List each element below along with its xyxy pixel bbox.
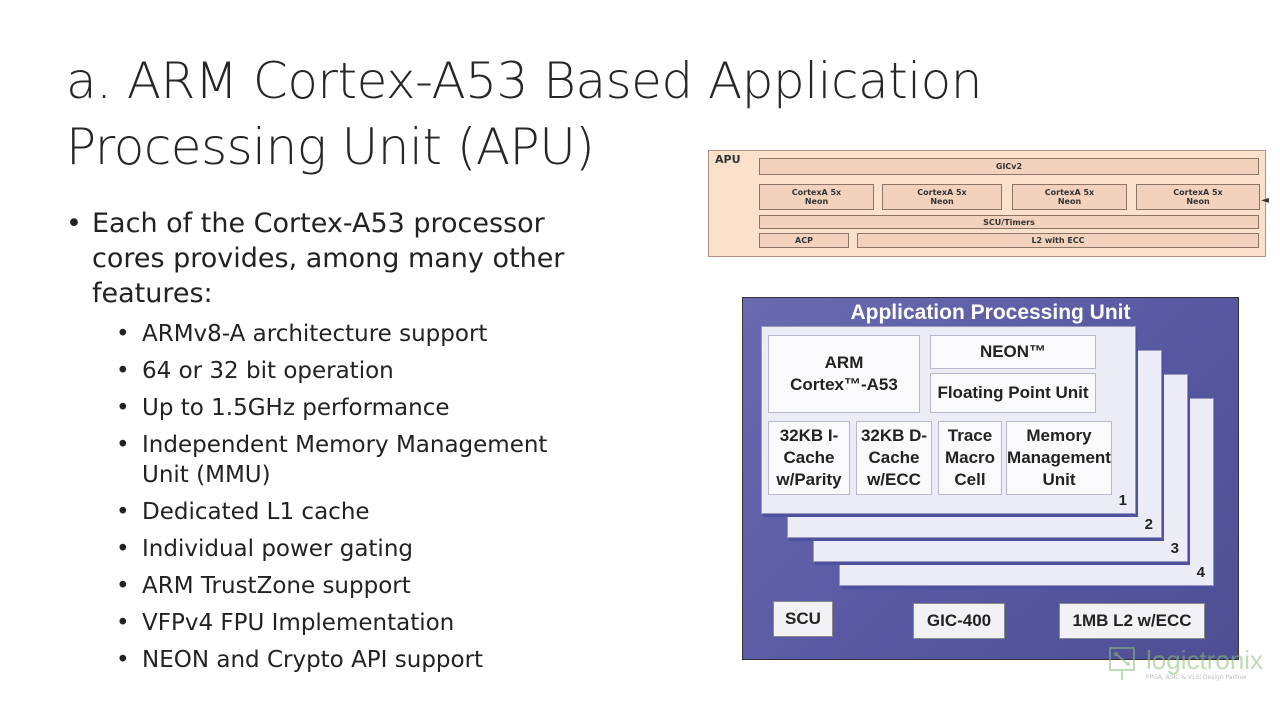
sub-bullet-text: Up to 1.5GHz performance	[142, 395, 450, 421]
scu-block: SCU	[773, 601, 833, 637]
main-bullet-line-3: features:	[92, 278, 213, 309]
apu-title: Application Processing Unit	[850, 301, 1131, 324]
sub-bullet-text: 64 or 32 bit operation	[142, 358, 394, 384]
sub-bullet-list: • ARMv8-A architecture support • 64 or 32 …	[66, 319, 666, 675]
main-bullet: • Each of the Cortex-A53 processor cores…	[66, 206, 666, 311]
title-line-1: a. ARM Cortex-A53 Based Application	[66, 52, 982, 110]
bullet-dot: •	[66, 208, 82, 239]
sub-bullet: • Dedicated L1 cache	[66, 497, 666, 527]
core-block: CortexA 5x Neon	[882, 184, 1002, 210]
arm-label: ARM	[824, 353, 864, 372]
bullet-dot: •	[116, 499, 130, 525]
core-block: CortexA 5x Neon	[759, 184, 874, 210]
slide-title: a. ARM Cortex-A53 Based Application Proc…	[66, 48, 982, 180]
sub-bullet: • 64 or 32 bit operation	[66, 356, 666, 386]
sub-bullet-text-cont: Unit (MMU)	[142, 462, 271, 488]
apu-small-diagram: APU GICv2 CortexA 5x Neon CortexA 5x Neo…	[708, 150, 1269, 257]
logictronix-logo: logictronix FPGA, ASIC & VLSI Design Par…	[1098, 640, 1263, 686]
title-line-2: Processing Unit (APU)	[66, 118, 595, 176]
arrow-left-icon: ◄	[1261, 195, 1269, 206]
bullet-dot: •	[116, 573, 130, 599]
bullet-dot: •	[116, 647, 130, 673]
bullet-dot: •	[116, 432, 130, 458]
mmu-cell: Memory Management Unit	[1006, 421, 1112, 495]
bullet-dot: •	[116, 610, 130, 636]
core-1: 1 ARM Cortex™-A53 NEON™ Floating Point U…	[761, 326, 1136, 514]
sub-bullet: • Individual power gating	[66, 534, 666, 564]
trace-macro-cell: Trace Macro Cell	[938, 421, 1002, 495]
core-block: CortexA 5x Neon	[1012, 184, 1127, 210]
bullet-dot: •	[116, 536, 130, 562]
main-bullet-line-1: Each of the Cortex-A53 processor	[92, 208, 545, 239]
sub-bullet: • ARMv8-A architecture support	[66, 319, 666, 349]
gic-400-block: GIC-400	[913, 603, 1005, 639]
sub-bullet-text: ARMv8-A architecture support	[142, 321, 488, 347]
sub-bullet: • NEON and Crypto API support	[66, 645, 666, 675]
sub-bullet-text: Dedicated L1 cache	[142, 499, 370, 525]
core-block: CortexA 5x Neon	[1136, 184, 1260, 210]
sub-bullet: • VFPv4 FPU Implementation	[66, 608, 666, 638]
core-number: 4	[1196, 564, 1205, 581]
core-number: 2	[1144, 516, 1153, 533]
sub-bullet-text: Individual power gating	[142, 536, 414, 562]
sub-bullet: • Up to 1.5GHz performance	[66, 393, 666, 423]
scu-timers-block: SCU/Timers	[759, 215, 1259, 229]
fpu-cell: Floating Point Unit	[930, 373, 1096, 413]
arm-cortex-cell: ARM Cortex™-A53	[768, 335, 920, 413]
apu-big-diagram: Application Processing Unit 4 3 2 1 ARM …	[742, 297, 1239, 660]
logo-text: logictronix	[1146, 645, 1264, 675]
bullet-dot: •	[116, 358, 130, 384]
l2-cache-block: 1MB L2 w/ECC	[1059, 603, 1205, 639]
gic-block: GICv2	[759, 158, 1259, 175]
core-number: 3	[1170, 540, 1179, 557]
apu-label: APU	[715, 153, 741, 166]
acp-block: ACP	[759, 233, 849, 248]
logo-tagline: FPGA, ASIC & VLSI Design Partner	[1146, 674, 1248, 681]
bullet-dot: •	[116, 321, 130, 347]
sub-bullet-text: NEON and Crypto API support	[142, 647, 484, 673]
sub-bullet-text: VFPv4 FPU Implementation	[142, 610, 455, 636]
bullet-dot: •	[116, 395, 130, 421]
neon-cell: NEON™	[930, 335, 1096, 369]
bullet-list: • Each of the Cortex-A53 processor cores…	[66, 206, 666, 682]
core-number: 1	[1118, 492, 1127, 509]
sub-bullet-text: Independent Memory Management	[142, 432, 548, 458]
sub-bullet-text: ARM TrustZone support	[142, 573, 411, 599]
icache-cell: 32KB I- Cache w/Parity	[768, 421, 850, 495]
sub-bullet: • ARM TrustZone support	[66, 571, 666, 601]
main-bullet-line-2: cores provides, among many other	[92, 243, 565, 274]
dcache-cell: 32KB D- Cache w/ECC	[856, 421, 932, 495]
l2-ecc-block: L2 with ECC	[857, 233, 1259, 248]
circuit-logo-icon	[1109, 647, 1135, 680]
cortex-label: Cortex™-A53	[790, 375, 898, 394]
